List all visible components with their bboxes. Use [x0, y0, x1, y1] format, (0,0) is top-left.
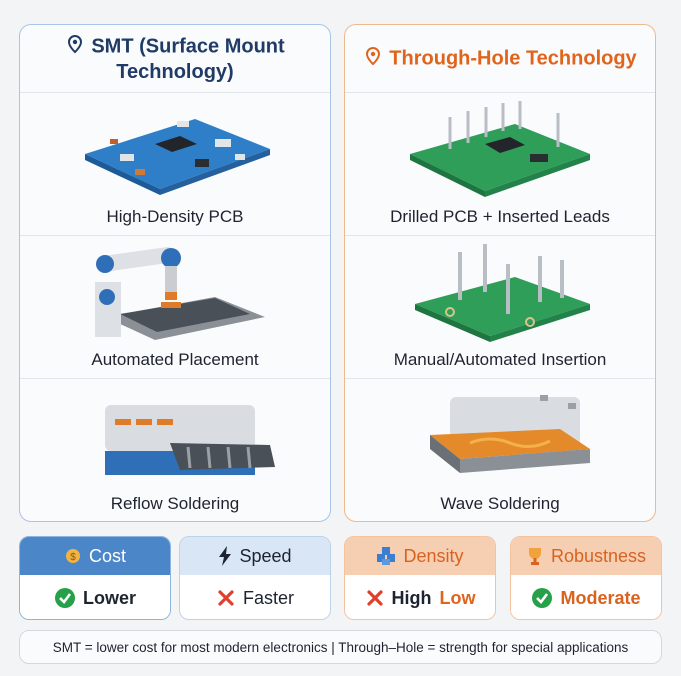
check-circle-icon	[531, 587, 553, 609]
stat-cost: $ Cost Lower	[19, 536, 171, 620]
wave-solder-illustration	[430, 395, 590, 473]
reflow-oven-illustration	[105, 405, 275, 475]
th-title: Through-Hole Technology	[389, 46, 637, 69]
stat-value: High	[391, 587, 432, 608]
trophy-icon	[526, 546, 544, 566]
stat-title: Robustness	[550, 545, 647, 566]
robotic-arm-illustration	[95, 247, 265, 340]
x-icon	[365, 588, 385, 608]
stat-speed: Speed Faster	[179, 536, 331, 620]
smt-row-label: High-Density PCB	[106, 207, 244, 226]
smt-column: SMT (Surface Mount Technology) High-Dens…	[19, 24, 331, 522]
stat-robustness: Robustness Moderate	[510, 536, 662, 620]
coin-icon: $	[64, 547, 82, 565]
th-row-label: Drilled PCB + Inserted Leads	[390, 207, 610, 226]
smt-row-label: Reflow Soldering	[110, 494, 240, 513]
stat-header: Robustness	[511, 537, 661, 575]
stat-title: Density	[403, 545, 464, 566]
stat-body: Lower	[20, 575, 170, 619]
summary-footer: SMT = lower cost for most modern electro…	[19, 630, 662, 664]
smt-row-placement: Automated Placement	[20, 236, 330, 379]
blue-pcb-smd-illustration	[85, 119, 270, 195]
stat-body: High Low	[345, 575, 495, 619]
chip-icon	[376, 546, 396, 566]
stat-title: Cost	[88, 545, 126, 566]
th-column: Through-Hole Technology Drilled PCB + In…	[344, 24, 656, 522]
smt-row-reflow: Reflow Soldering	[20, 379, 330, 521]
stat-value: Lower	[82, 587, 136, 608]
th-header: Through-Hole Technology	[345, 25, 655, 93]
stat-value: Moderate	[560, 587, 641, 608]
stat-header: Density	[345, 537, 495, 575]
stat-header: Speed	[180, 537, 330, 575]
green-pcb-pins-illustration	[415, 244, 590, 342]
stat-extra: Low	[439, 587, 476, 608]
smt-row-pcb: High-Density PCB	[20, 93, 330, 236]
lightning-icon	[218, 546, 232, 566]
th-row-label: Wave Soldering	[440, 494, 560, 513]
x-icon	[216, 588, 236, 608]
stat-title: Speed	[239, 545, 292, 566]
stat-header: $ Cost	[20, 537, 170, 575]
th-row-pcb: Drilled PCB + Inserted Leads	[345, 93, 655, 236]
th-row-wave: Wave Soldering	[345, 379, 655, 521]
stat-body: Faster	[180, 575, 330, 619]
stat-body: Moderate	[511, 575, 661, 619]
stat-density: Density High Low	[344, 536, 496, 620]
th-row-label: Manual/Automated Insertion	[393, 350, 607, 369]
location-pin-icon	[65, 34, 85, 60]
th-row-insertion: Manual/Automated Insertion	[345, 236, 655, 379]
check-circle-icon	[54, 587, 76, 609]
smt-title: SMT (Surface Mount Technology)	[91, 34, 285, 83]
green-pcb-leads-illustration	[410, 101, 590, 197]
smt-header: SMT (Surface Mount Technology)	[20, 25, 330, 93]
svg-text:$: $	[70, 552, 76, 563]
smt-row-label: Automated Placement	[91, 350, 259, 369]
stat-value: Faster	[242, 587, 294, 608]
location-pin-icon	[363, 46, 383, 72]
